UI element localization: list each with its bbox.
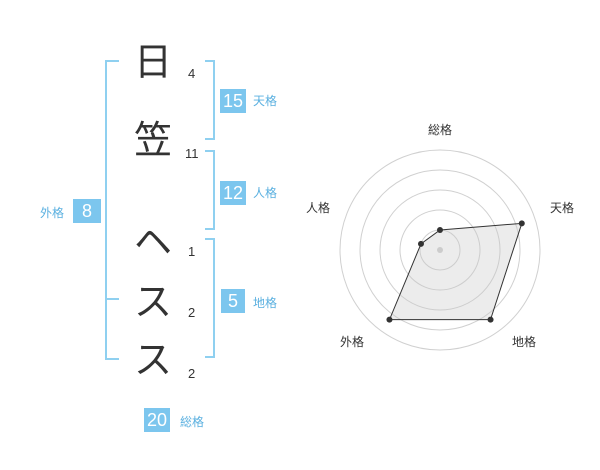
tenkaku-bracket-bottom: [205, 138, 215, 140]
radar-point-0: [437, 227, 443, 233]
soukaku-label: 総格: [180, 415, 205, 429]
radar-point-3: [386, 316, 393, 323]
stroke-count-1: 4: [188, 66, 196, 81]
radar-point-1: [518, 220, 525, 227]
radar-point-4: [417, 240, 424, 247]
radar-point-2: [487, 316, 494, 323]
jinkaku-bracket-top: [205, 150, 215, 152]
name-char-3: ヘ: [134, 220, 173, 264]
radar-ring-2: [399, 209, 481, 291]
stroke-count-3: 1: [188, 244, 196, 259]
name-breakdown: 日 4 笠 11 ヘ 1 ス 2 ス 2 15 天格 12 人格 5 地格 外格…: [40, 40, 278, 432]
name-char-5: ス: [134, 338, 173, 382]
radar-axis-label-jinkaku: 人格: [306, 200, 330, 215]
name-char-2: 笠: [134, 118, 173, 162]
radar-axis-label-tenkaku: 天格: [550, 200, 574, 215]
jinkaku-bracket: [213, 150, 215, 230]
name-char-4: ス: [134, 280, 173, 324]
gaikaku-bracket-bottom: [105, 358, 119, 360]
radar-ring-3: [379, 189, 501, 311]
radar-axis-label-soukaku: 総格: [428, 122, 452, 137]
gaikaku-bracket: [105, 60, 107, 360]
stroke-count-5: 2: [188, 366, 196, 381]
gaikaku-badge: 8: [73, 199, 101, 223]
radar-axis-label-chikaku: 地格: [512, 334, 536, 349]
stroke-count-2: 11: [185, 146, 199, 161]
tenkaku-bracket-top: [205, 60, 215, 62]
tenkaku-bracket: [213, 60, 215, 140]
gaikaku-bracket-mid: [105, 298, 119, 300]
fortune-radar-chart: 総格 天格 地格 外格 人格: [306, 122, 574, 351]
chikaku-bracket: [213, 238, 215, 358]
chikaku-bracket-top: [205, 238, 215, 240]
chikaku-badge: 5: [221, 289, 245, 313]
chikaku-label: 地格: [253, 296, 278, 310]
tenkaku-label: 天格: [253, 94, 278, 108]
soukaku-badge: 20: [144, 408, 171, 432]
stroke-count-4: 2: [188, 305, 196, 320]
radar-data-polygon: [388, 222, 523, 321]
radar-ring-4: [359, 169, 521, 331]
gaikaku-bracket-top: [105, 60, 119, 62]
gaikaku-label: 外格: [40, 206, 65, 220]
chikaku-bracket-bottom: [205, 356, 215, 358]
radar-ring-5: [339, 149, 541, 351]
radar-center-dot: [437, 247, 443, 253]
name-char-1: 日: [134, 40, 173, 84]
tenkaku-badge: 15: [220, 89, 247, 113]
jinkaku-badge: 12: [220, 181, 247, 205]
radar-axis-label-gaikaku: 外格: [340, 334, 364, 349]
jinkaku-label: 人格: [253, 186, 278, 200]
jinkaku-bracket-bottom: [205, 228, 215, 230]
